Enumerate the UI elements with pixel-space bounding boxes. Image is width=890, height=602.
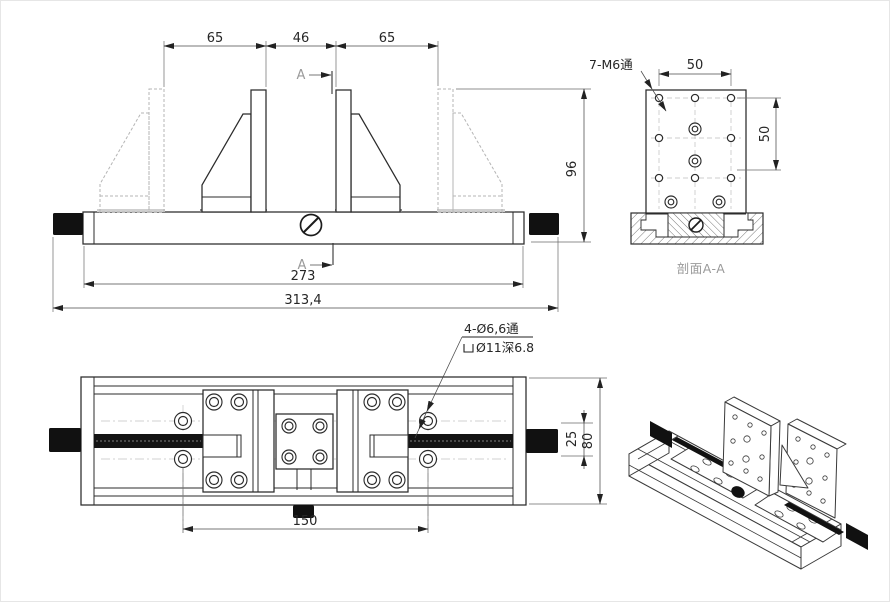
iso-side-knob	[731, 486, 745, 498]
dim-25-group: 25	[561, 410, 593, 469]
callout-hole-line1: 4-Ø6,6通	[464, 321, 519, 336]
section-marker-top: A	[297, 68, 333, 94]
dim-150-group: 150	[182, 467, 429, 533]
dim-50-width-group: 50	[658, 58, 732, 86]
section-marker-bottom: A	[298, 243, 334, 273]
dim-50-height: 50	[758, 126, 773, 143]
slide-plate-right	[336, 389, 409, 493]
phantom-bracket-left	[99, 88, 165, 213]
iso-screw-right	[784, 502, 844, 535]
dim-96: 96	[565, 161, 580, 178]
left-knob	[53, 213, 83, 235]
front-view: 65 46 65 A A 96	[52, 31, 591, 312]
iso-plate-right	[779, 418, 847, 519]
cap-screw-holes	[664, 122, 726, 209]
m6-holes	[654, 93, 736, 183]
top-left-knob	[49, 428, 81, 452]
top-view: 150 25 80 4-Ø6,6通 Ø11深6.8	[49, 321, 607, 534]
dim-313: 313,4	[284, 293, 321, 308]
section-caption: 剖面A-A	[677, 261, 726, 276]
iso-knob-left	[650, 421, 672, 448]
dim-25: 25	[565, 431, 580, 448]
callout-counterbore: 4-Ø6,6通 Ø11深6.8	[414, 321, 534, 439]
section-letter-top: A	[297, 68, 306, 83]
dim-46: 46	[293, 31, 310, 46]
dim-80: 80	[581, 433, 596, 450]
section-view: 50 50 7-M6通 剖面A-A	[589, 57, 781, 276]
callout-7m6: 7-M6通	[589, 57, 667, 112]
callout-hole-line2: Ø11深6.8	[476, 340, 534, 355]
iso-knob-right	[846, 523, 868, 550]
lead-screw-right	[408, 434, 513, 448]
angle-bracket-right	[335, 89, 401, 213]
front-bottom-dimensions: 273 313,4	[52, 237, 559, 312]
dim-65-left: 65	[207, 31, 224, 46]
section-letter-bottom: A	[298, 258, 307, 273]
front-top-dimensions: 65 46 65	[163, 31, 439, 87]
callout-7m6-text: 7-M6通	[589, 57, 633, 72]
right-knob	[529, 213, 559, 235]
center-plate	[275, 413, 334, 490]
lead-screw-left	[94, 434, 203, 448]
iso-gusset	[779, 444, 809, 489]
sectioned-base	[630, 212, 764, 245]
dim-96-group: 96	[456, 88, 591, 243]
counterbore-holes	[173, 411, 438, 469]
clamp-tab	[293, 505, 314, 518]
iso-plate-left	[722, 396, 781, 497]
dim-65-right: 65	[379, 31, 396, 46]
iso-carriage-right	[754, 492, 842, 543]
clamp-screw	[299, 213, 323, 237]
slide-plate-left	[202, 389, 275, 493]
counterbore-symbol	[463, 344, 474, 353]
top-right-knob	[526, 429, 558, 453]
phantom-bracket-right	[437, 88, 503, 213]
angle-bracket-left	[201, 89, 267, 213]
dim-150: 150	[293, 514, 318, 529]
dim-273: 273	[291, 269, 316, 284]
dim-80-group: 80	[529, 377, 607, 505]
dim-50-height-group: 50	[737, 97, 781, 171]
dim-50-width: 50	[687, 58, 704, 73]
isometric-view	[628, 396, 868, 570]
